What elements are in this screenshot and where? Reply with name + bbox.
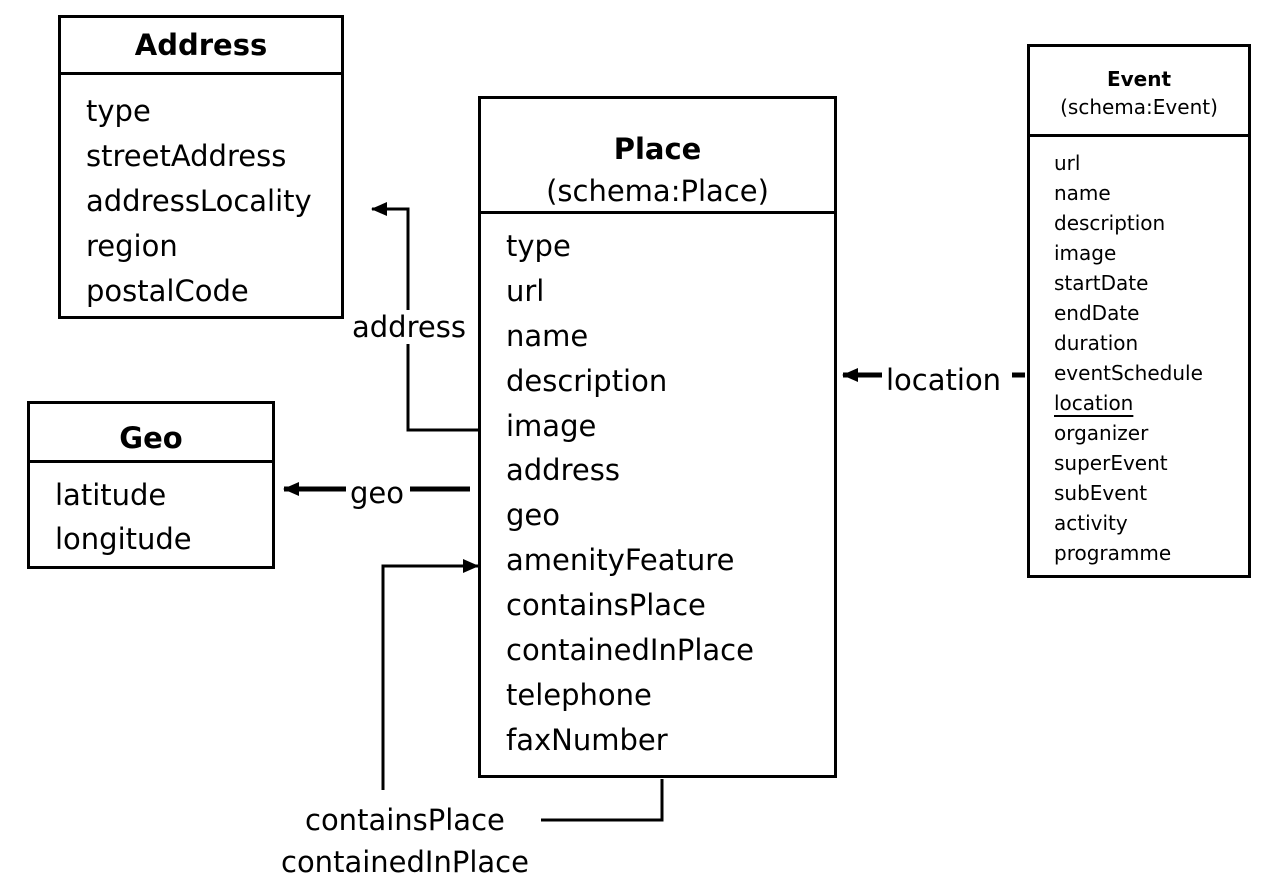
geo-field: latitude bbox=[55, 478, 167, 512]
geo-title: Geo bbox=[30, 404, 272, 463]
place-entity: Place (schema:Place) type url name descr… bbox=[478, 96, 837, 778]
event-field: duration bbox=[1054, 331, 1139, 355]
address-relation-label: address bbox=[352, 310, 466, 344]
address-field: streetAddress bbox=[86, 139, 287, 173]
event-field: activity bbox=[1054, 511, 1128, 535]
event-field: subEvent bbox=[1054, 481, 1148, 505]
place-title: Place bbox=[613, 132, 702, 166]
address-field: type bbox=[86, 94, 151, 128]
geo-relation-label: geo bbox=[350, 476, 404, 510]
place-field: telephone bbox=[506, 677, 652, 712]
event-field: endDate bbox=[1054, 301, 1140, 325]
place-field: address bbox=[506, 453, 620, 488]
address-entity: Address type streetAddress addressLocali… bbox=[58, 15, 344, 319]
address-field: addressLocality bbox=[86, 184, 312, 218]
event-field-location: location bbox=[1054, 391, 1134, 415]
event-entity: Event (schema:Event) url name descriptio… bbox=[1027, 44, 1251, 578]
event-fields: url name description image startDate end… bbox=[1030, 137, 1248, 568]
geo-fields: latitude longitude bbox=[30, 463, 272, 563]
place-field: faxNumber bbox=[506, 722, 668, 757]
place-field: url bbox=[506, 273, 545, 308]
event-title: Event bbox=[1106, 67, 1172, 91]
event-field: url bbox=[1054, 151, 1081, 175]
place-field: containsPlace bbox=[506, 588, 706, 623]
contained-in-place-relation-label: containedInPlace bbox=[281, 845, 529, 879]
event-field: name bbox=[1054, 181, 1111, 205]
event-field: organizer bbox=[1054, 421, 1149, 445]
place-field: type bbox=[506, 229, 571, 263]
location-relation-label: location bbox=[886, 363, 1002, 397]
event-header: Event (schema:Event) bbox=[1030, 47, 1248, 137]
place-field: name bbox=[506, 318, 589, 353]
event-field: startDate bbox=[1054, 271, 1149, 295]
geo-field: longitude bbox=[55, 522, 192, 556]
event-subtitle: (schema:Event) bbox=[1060, 95, 1218, 119]
event-field: description bbox=[1054, 211, 1166, 235]
address-field: region bbox=[86, 229, 178, 263]
geo-entity: Geo latitude longitude bbox=[27, 401, 275, 569]
place-subtitle: (schema:Place) bbox=[546, 174, 769, 208]
event-field: eventSchedule bbox=[1054, 361, 1203, 385]
event-field: programme bbox=[1054, 541, 1172, 565]
place-fields: type url name description image address … bbox=[481, 214, 834, 764]
place-field: amenityFeature bbox=[506, 543, 735, 578]
event-field: superEvent bbox=[1054, 451, 1168, 475]
address-title: Address bbox=[61, 18, 341, 75]
address-fields: type streetAddress addressLocality regio… bbox=[61, 75, 341, 316]
place-field: containedInPlace bbox=[506, 633, 754, 668]
place-header: Place (schema:Place) bbox=[481, 99, 834, 214]
place-field: description bbox=[506, 363, 668, 398]
place-field: image bbox=[506, 408, 597, 443]
place-field: geo bbox=[506, 498, 560, 533]
contains-place-connector bbox=[381, 559, 664, 822]
contains-place-relation-label: containsPlace bbox=[305, 803, 505, 837]
address-field: postalCode bbox=[86, 274, 249, 308]
event-field: image bbox=[1054, 241, 1117, 265]
